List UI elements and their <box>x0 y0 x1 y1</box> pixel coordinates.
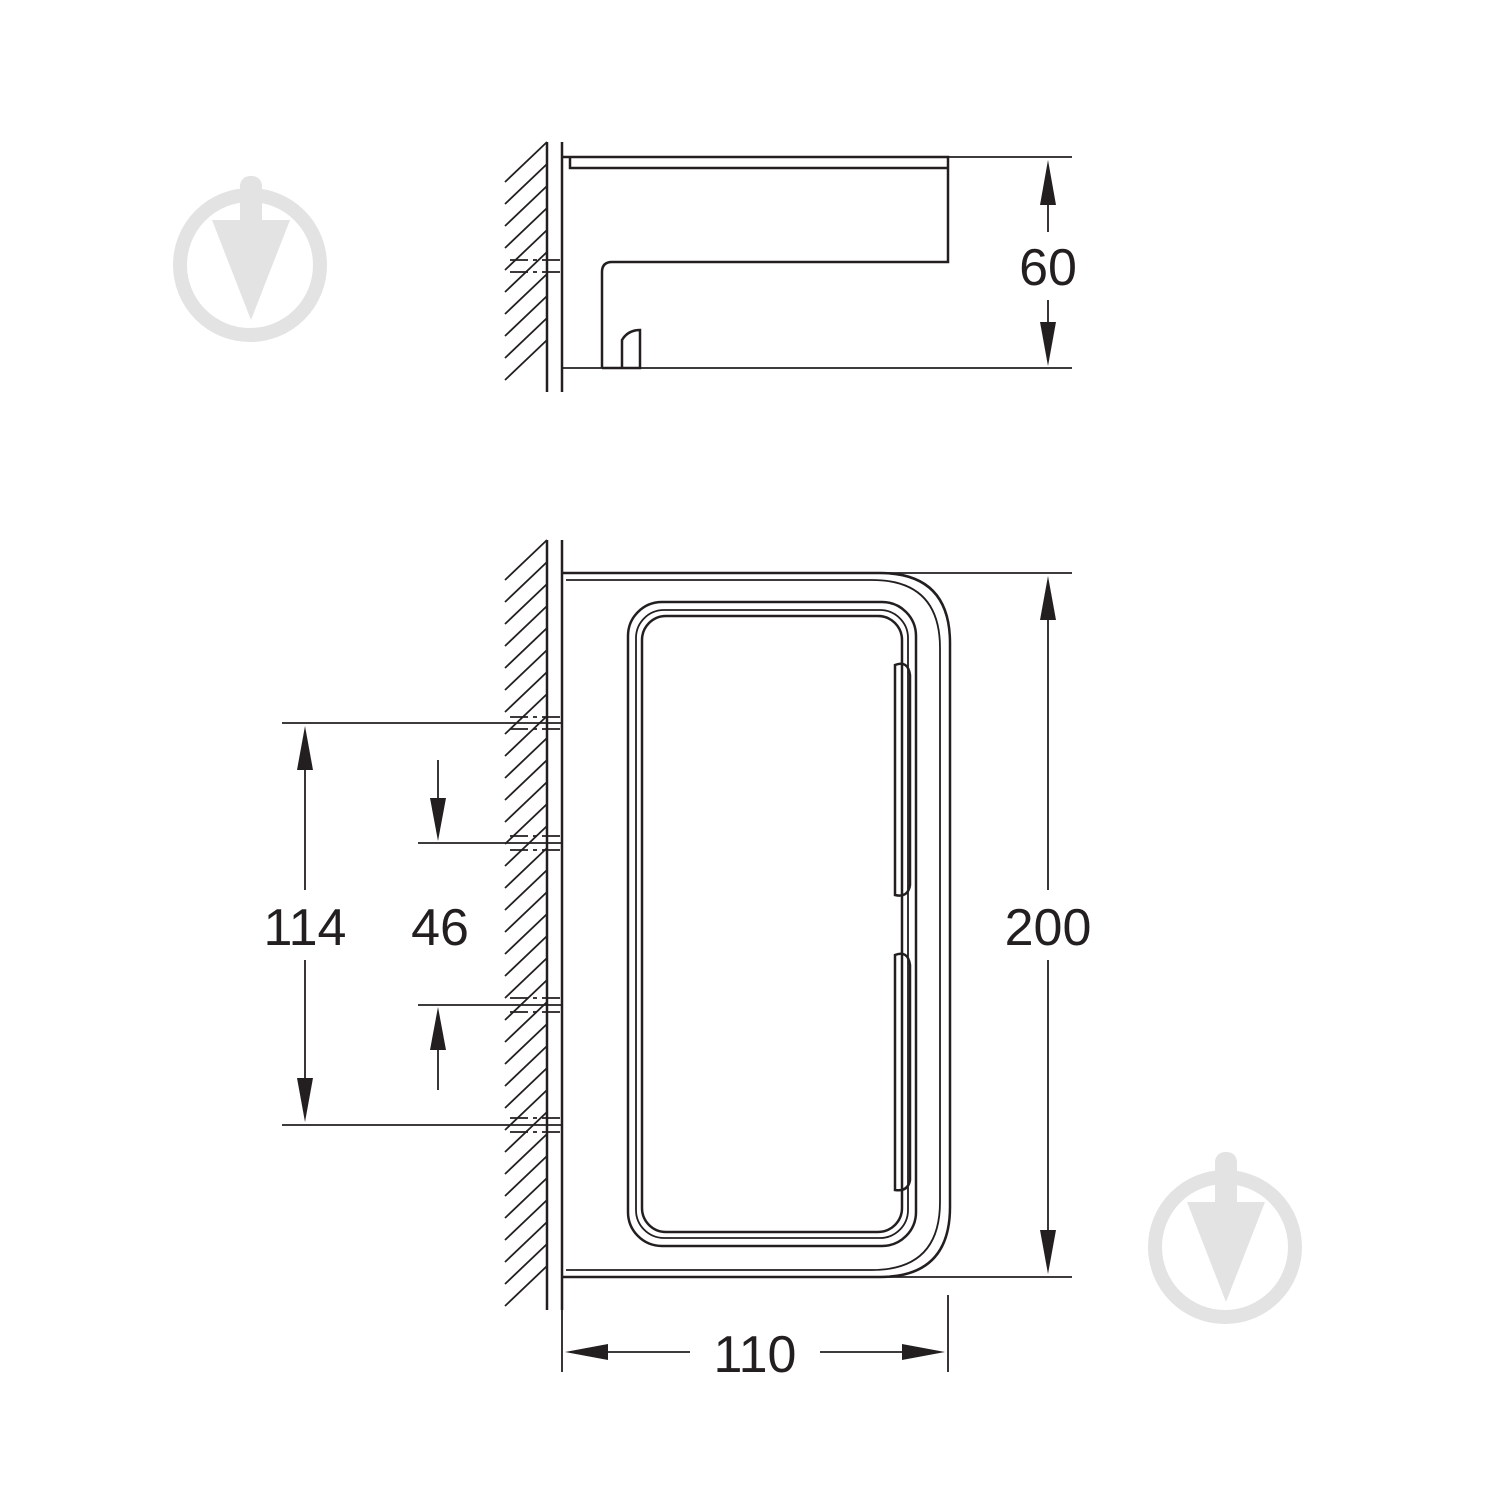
side-view: 60 <box>504 141 1077 392</box>
hatch-line <box>504 583 548 625</box>
hatch-line <box>504 825 548 867</box>
tray-slot-upper <box>893 662 912 897</box>
tray-inner-rim <box>626 600 918 1248</box>
hatch-line <box>504 1221 548 1263</box>
screw-markers <box>510 716 562 1133</box>
hatch-line <box>504 1155 548 1197</box>
tray-inner-rim-2 <box>635 609 909 1239</box>
hatch-line <box>504 1023 548 1065</box>
hatch-line <box>504 207 548 249</box>
dim-height-side: 60 <box>1019 239 1077 297</box>
shelf-profile <box>562 155 950 370</box>
hatch-line <box>504 339 548 381</box>
tray-slot-lower <box>893 952 912 1192</box>
hatch-line <box>504 1199 548 1241</box>
hatch-line <box>504 957 548 999</box>
hatch-line <box>504 979 548 1021</box>
hatch-line <box>504 539 548 581</box>
hatch-line <box>504 1089 548 1131</box>
hatch-line <box>504 229 548 271</box>
hatch-line <box>504 693 548 735</box>
hatch-line <box>504 869 548 911</box>
hatch-line <box>504 317 548 359</box>
hatch-line <box>504 913 548 955</box>
hatch-line <box>504 163 548 205</box>
tray-outline <box>562 571 952 1279</box>
watermark-pin-logo-icon-top-left <box>173 176 327 342</box>
hatch-line <box>504 1045 548 1087</box>
dim-width-front: 110 <box>714 1326 797 1384</box>
dim-mount-spacing: 114 <box>264 899 347 957</box>
hatch-line <box>504 1177 548 1219</box>
hatch-line <box>504 141 548 183</box>
wall-hatch-front <box>504 539 548 1307</box>
hatch-line <box>504 671 548 713</box>
hatch-line <box>504 891 548 933</box>
hatch-line <box>504 295 548 337</box>
dim-height-front: 200 <box>1005 899 1092 957</box>
hatch-line <box>504 1133 548 1175</box>
hatch-line <box>504 1067 548 1109</box>
tray-outline-inner <box>566 579 941 1271</box>
hatch-line <box>504 627 548 669</box>
hatch-line <box>504 737 548 779</box>
hatch-line <box>504 781 548 823</box>
hatch-line <box>504 1243 548 1285</box>
dim-mount-offset: 46 <box>411 899 469 957</box>
hatch-line <box>504 715 548 757</box>
hatch-line <box>504 803 548 845</box>
hatch-line <box>504 649 548 691</box>
hatch-line <box>504 759 548 801</box>
wall-hatch-top <box>504 141 548 381</box>
hatch-line <box>504 847 548 889</box>
hatch-line <box>504 1265 548 1307</box>
hatch-line <box>504 561 548 603</box>
tray-basin <box>640 614 904 1234</box>
front-view: 114 46 200 110 <box>264 539 1092 1384</box>
hatch-line <box>504 185 548 227</box>
hatch-line <box>504 605 548 647</box>
hatch-line <box>504 1001 548 1043</box>
hatch-line <box>504 935 548 977</box>
watermark-pin-logo-icon-bottom-right <box>1148 1152 1302 1324</box>
hatch-line <box>504 273 548 315</box>
